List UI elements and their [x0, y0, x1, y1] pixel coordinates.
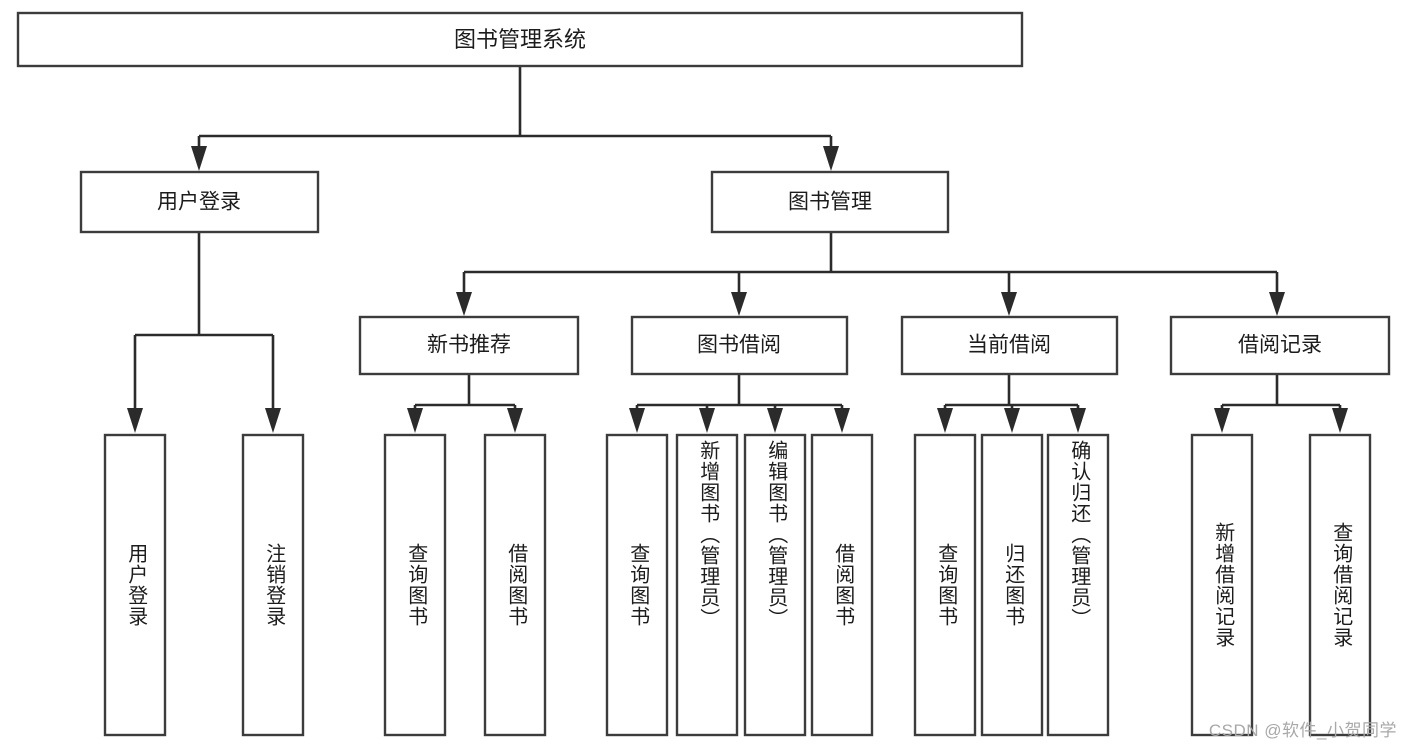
node-user-login[interactable]: 用户登录 — [79, 170, 320, 234]
arrow-currentborrow-leaf-2 — [1004, 408, 1020, 433]
leaf-box-current-borrow-2[interactable] — [980, 433, 1044, 737]
node-current-borrow-label: 当前借阅 — [967, 334, 1051, 357]
leaf-boxes-user-login — [103, 433, 305, 737]
leaf-box-new-book-2[interactable] — [483, 433, 547, 737]
leaf-boxes-current-borrow — [913, 433, 1110, 737]
leaf-box-borrow-record-1[interactable] — [1190, 433, 1254, 737]
node-book-borrow-box — [630, 315, 849, 376]
connector-group-new-book — [407, 374, 523, 433]
arrow-borrowbook-leaf-4 — [834, 408, 850, 433]
arrow-currentborrow-leaf-1 — [937, 408, 953, 433]
arrow-to-book-manage — [823, 146, 839, 171]
node-user-login-label: 用户登录 — [157, 191, 241, 214]
node-root-label: 图书管理系统 — [454, 27, 586, 52]
node-new-book-recommend[interactable]: 新书推荐 — [358, 315, 580, 376]
leaf-box-book-borrow-1[interactable] — [605, 433, 669, 737]
arrow-user-leaf-1 — [127, 408, 143, 433]
leaf-box-borrow-record-2[interactable] — [1308, 433, 1372, 737]
arrow-borrowrecord-leaf-1 — [1214, 408, 1230, 433]
csdn-watermark: CSDN @软件_小贺同学 — [1208, 721, 1397, 740]
leaf-boxes-borrow-record — [1190, 433, 1372, 737]
node-book-borrow[interactable]: 图书借阅 — [630, 315, 849, 376]
leaf-box-book-borrow-4[interactable] — [810, 433, 874, 737]
connector-group-borrow-record — [1214, 374, 1348, 433]
node-current-borrow-box — [900, 315, 1119, 376]
arrow-borrowbook-leaf-2 — [699, 408, 715, 433]
arrow-borrowbook-leaf-1 — [629, 408, 645, 433]
arrow-to-borrow-book — [731, 292, 747, 316]
leaf-boxes-book-borrow — [605, 433, 874, 737]
connector-group-current-borrow — [937, 374, 1086, 433]
arrow-to-new-book — [456, 292, 472, 316]
arrow-to-current-borrow — [1001, 292, 1017, 316]
arrow-user-leaf-2 — [265, 408, 281, 433]
node-root-system[interactable]: 图书管理系统 — [16, 11, 1024, 68]
arrow-newbook-leaf-1 — [407, 408, 423, 433]
leaf-box-current-borrow-1[interactable] — [913, 433, 977, 737]
arrow-newbook-leaf-2 — [507, 408, 523, 433]
node-book-borrow-label: 图书借阅 — [697, 334, 781, 357]
node-book-manage[interactable]: 图书管理 — [710, 170, 950, 234]
connector-group-borrow-book — [629, 374, 850, 433]
connector-group-root — [191, 66, 839, 171]
node-book-manage-box — [710, 170, 950, 234]
node-current-borrow[interactable]: 当前借阅 — [900, 315, 1119, 376]
arrow-borrowbook-leaf-3 — [767, 408, 783, 433]
leaf-box-book-borrow-3[interactable] — [743, 433, 807, 737]
node-new-book-label: 新书推荐 — [427, 334, 511, 357]
arrow-to-borrow-record — [1269, 292, 1285, 316]
leaf-boxes-new-book — [383, 433, 547, 737]
connector-group-book-manage — [456, 233, 1285, 316]
leaf-box-user-login-1[interactable] — [103, 433, 167, 737]
node-borrow-record-label: 借阅记录 — [1238, 334, 1322, 357]
arrow-borrowrecord-leaf-2 — [1332, 408, 1348, 433]
leaf-box-user-login-2[interactable] — [241, 433, 305, 737]
leaf-box-new-book-1[interactable] — [383, 433, 447, 737]
node-borrow-record[interactable]: 借阅记录 — [1169, 315, 1391, 376]
arrow-to-user-login — [191, 146, 207, 171]
connector-group-user-login — [127, 233, 281, 433]
node-borrow-record-box — [1169, 315, 1391, 376]
node-root-box — [16, 11, 1024, 68]
node-user-login-box — [79, 170, 320, 234]
arrow-currentborrow-leaf-3 — [1070, 408, 1086, 433]
leaf-box-book-borrow-2[interactable] — [675, 433, 739, 737]
node-book-manage-label: 图书管理 — [788, 191, 872, 214]
leaf-box-current-borrow-3[interactable] — [1046, 433, 1110, 737]
node-new-book-box — [358, 315, 580, 376]
